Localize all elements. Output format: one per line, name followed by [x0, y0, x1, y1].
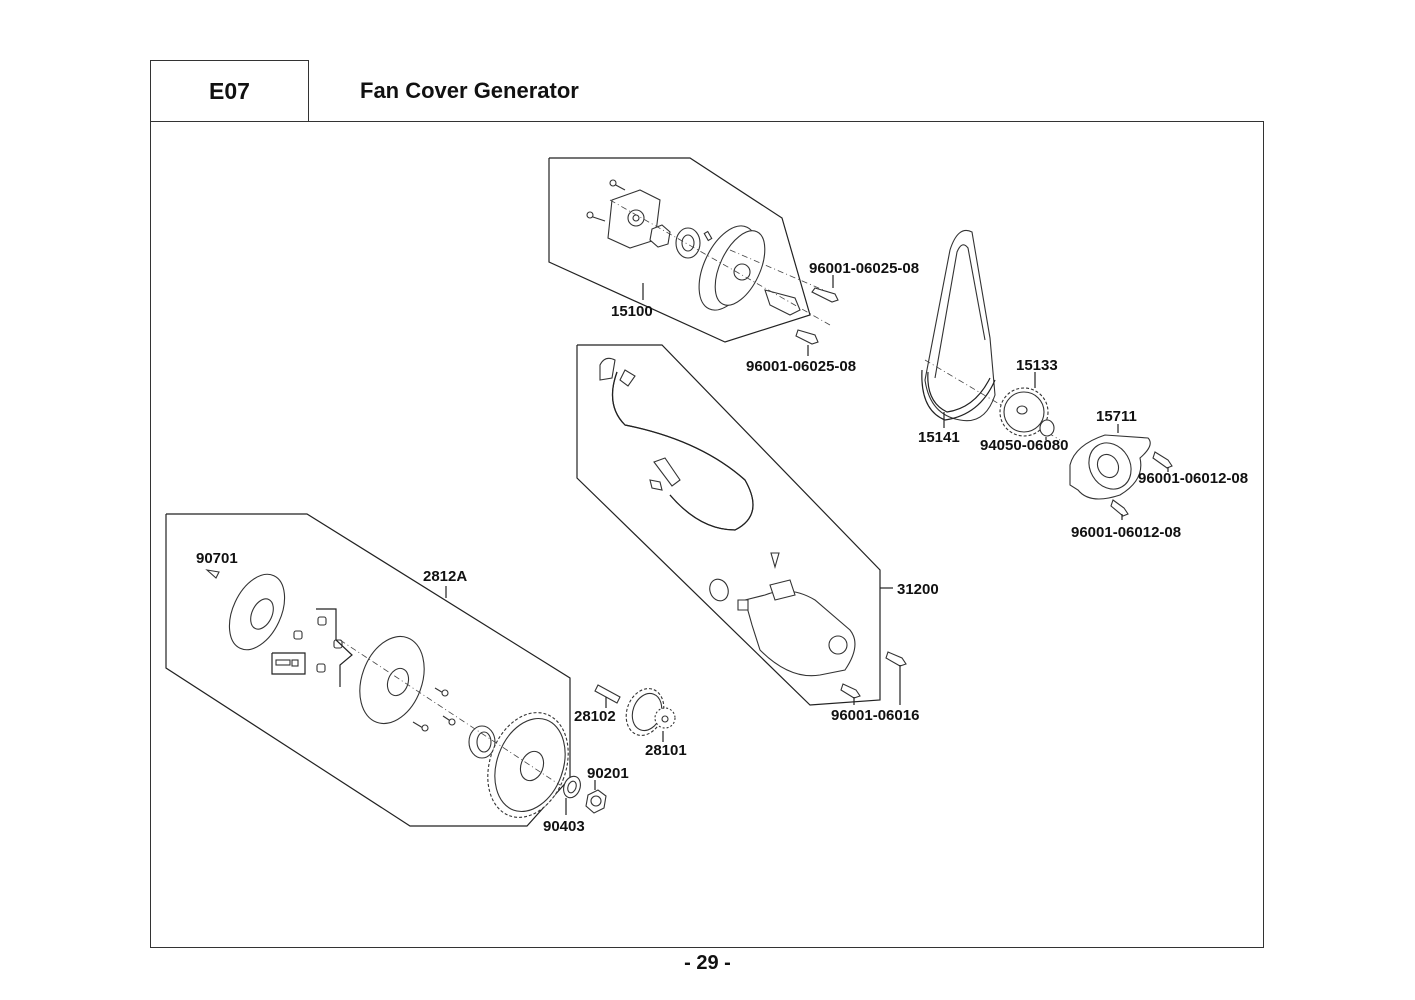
shaft-28102: [594, 684, 621, 704]
bolt-96001-06016-b: [840, 683, 861, 699]
section-code-box: E07: [150, 60, 309, 121]
group-outline-31200: [576, 344, 881, 706]
group-outline-15100: [548, 157, 811, 343]
pump-shaft: [764, 289, 801, 316]
terminal-boot: [599, 357, 616, 381]
label-15711: 15711: [1096, 408, 1137, 425]
woodruff-key-90701: [205, 569, 220, 579]
label-90403: 90403: [543, 818, 585, 835]
label-15100: 15100: [611, 303, 653, 320]
label-96001-06012-08-a: 96001-06012-08: [1138, 470, 1248, 487]
diagram-frame: [150, 121, 1264, 948]
assembly-31200: [576, 344, 907, 706]
bolt-96001-06016-a: [885, 651, 907, 667]
label-94050-06080: 94050-06080: [980, 437, 1068, 454]
assembly-2812A: [165, 513, 571, 827]
bolt-96001-06025-08-a: [811, 287, 839, 303]
label-96001-06012-08-b: 96001-06012-08: [1071, 524, 1181, 541]
o-ring: [709, 578, 729, 602]
label-96001-06025-08-a: 96001-06025-08: [809, 260, 919, 277]
page-title: Fan Cover Generator: [360, 78, 579, 103]
label-96001-06025-08-b: 96001-06025-08: [746, 358, 856, 375]
nut-94050-06080: [1039, 419, 1055, 437]
assembly-15100: [548, 157, 839, 356]
screw-96001-06012-08-a: [1152, 451, 1173, 469]
starter-motor-31200: [744, 590, 856, 677]
roller: [293, 630, 303, 640]
label-96001-06016: 96001-06016: [831, 707, 919, 724]
screw-96001-06012-08-b: [1110, 499, 1129, 517]
label-15141: 15141: [918, 429, 960, 446]
inner-rotor: [649, 224, 671, 248]
label-15133: 15133: [1016, 357, 1058, 374]
label-31200: 31200: [897, 581, 939, 598]
chain-assembly: [921, 229, 1173, 520]
label-28101: 28101: [645, 742, 687, 759]
bolt-96001-06025-08-b: [795, 329, 819, 345]
label-28102: 28102: [574, 708, 616, 725]
section-code: E07: [209, 77, 250, 104]
label-2812A: 2812A: [423, 568, 467, 585]
page-number: - 29 -: [684, 952, 731, 974]
label-90201: 90201: [587, 765, 629, 782]
starter-cable: [611, 371, 754, 531]
label-90701: 90701: [196, 550, 238, 567]
idle-gear-group: [563, 684, 676, 815]
